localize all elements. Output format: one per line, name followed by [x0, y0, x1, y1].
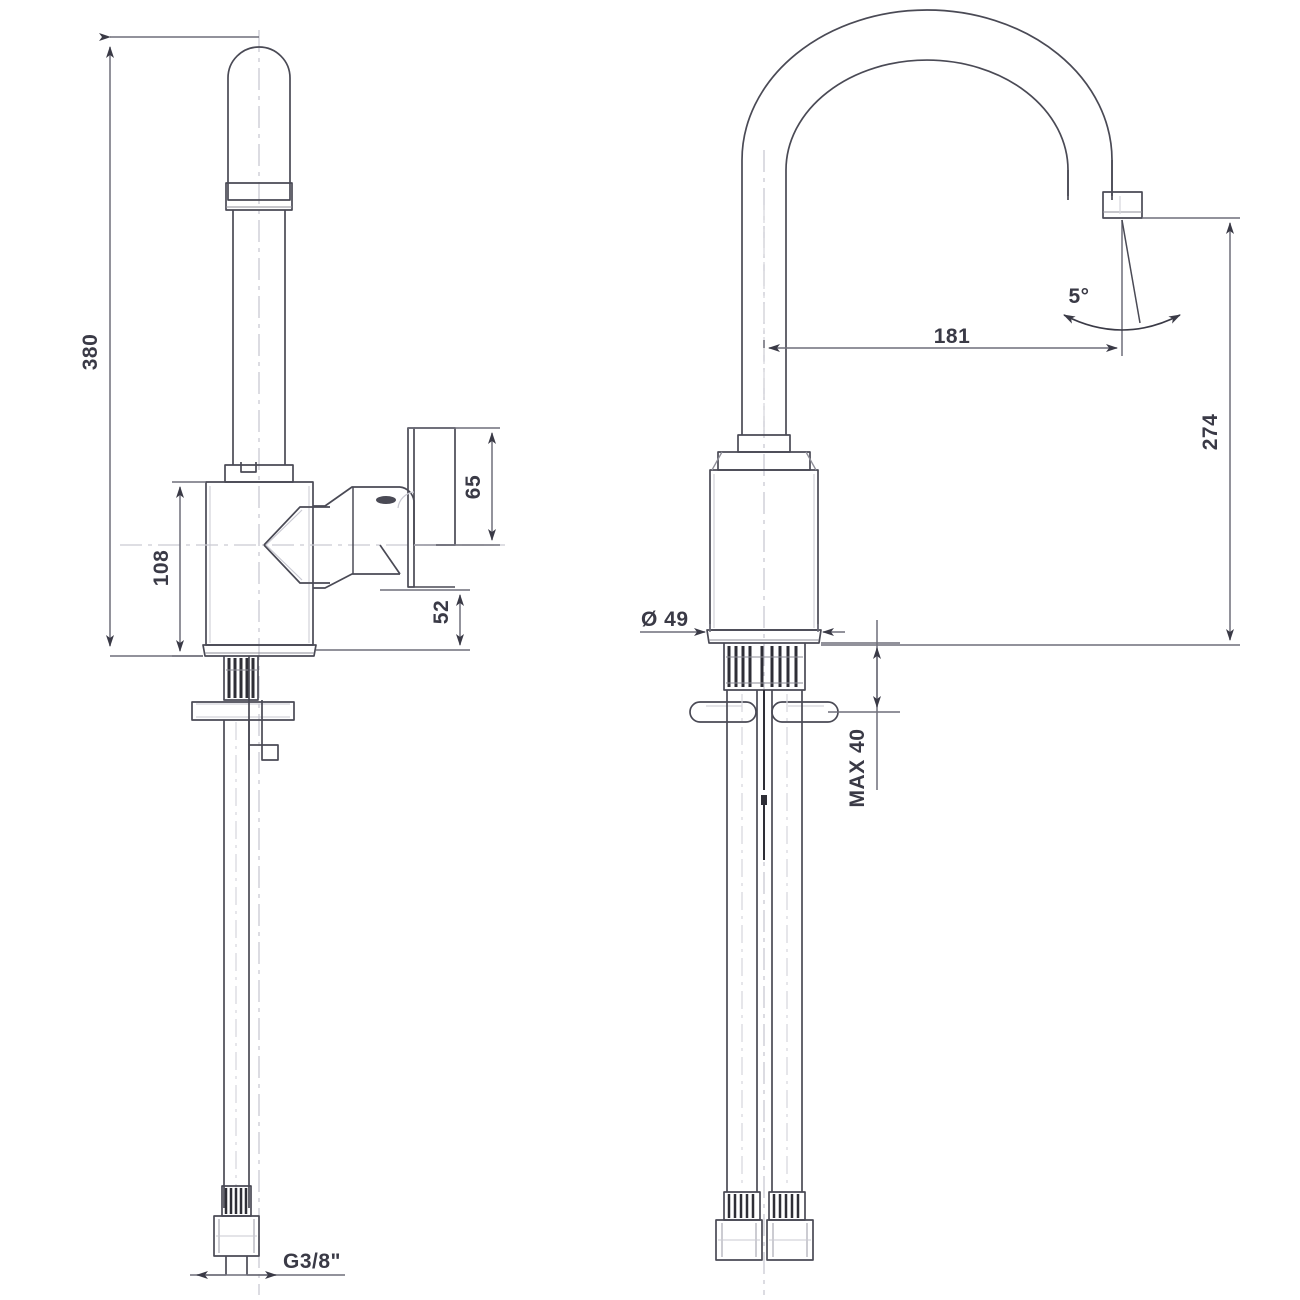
tube-end-fitting	[213, 1185, 260, 1275]
dimension-181: 181	[763, 220, 1123, 356]
dimension-max40: MAX 40	[821, 620, 900, 807]
front-tube-end-fittings	[715, 1191, 814, 1261]
dimension-label-49: Ø 49	[641, 608, 689, 631]
dimension-thread: G3/8"	[190, 1250, 345, 1279]
deck-flange	[202, 644, 317, 657]
front-threaded-shanks	[723, 643, 806, 691]
mounting-washer	[191, 701, 295, 721]
supply-tube	[223, 656, 279, 1208]
dimension-5deg: 5°	[1063, 219, 1181, 331]
dimension-65: 65	[408, 427, 500, 546]
dimension-label-65: 65	[462, 475, 485, 499]
dimension-label-274: 274	[1199, 414, 1222, 451]
gooseneck-spout	[741, 9, 1113, 435]
dimension-49: Ø 49	[640, 608, 845, 636]
dimension-label-5deg: 5°	[1068, 285, 1089, 308]
side-view-dimensions: 380 108 65 52 G3/8"	[0, 33, 500, 1279]
front-supply-tubes	[726, 690, 803, 1192]
threaded-shank	[223, 656, 259, 701]
handle-stem	[225, 46, 293, 473]
front-view-geometry	[689, 9, 1143, 1295]
dimension-label-max40: MAX 40	[846, 729, 869, 808]
dimension-274: 274	[821, 217, 1240, 646]
front-mounting-washers	[689, 701, 839, 723]
dimension-label-thread: G3/8"	[283, 1250, 341, 1273]
lever-neck	[263, 486, 415, 589]
dimension-label-108: 108	[150, 550, 173, 587]
front-deck-flange	[706, 629, 822, 644]
dimension-108: 108	[150, 481, 206, 657]
dimension-label-380: 380	[79, 334, 102, 371]
dimension-52: 52	[316, 589, 470, 651]
front-view-dimensions: 181 5° 274 Ø 49 MAX 4	[640, 217, 1240, 807]
dimension-label-52: 52	[430, 600, 453, 624]
dimension-label-181: 181	[934, 325, 971, 348]
